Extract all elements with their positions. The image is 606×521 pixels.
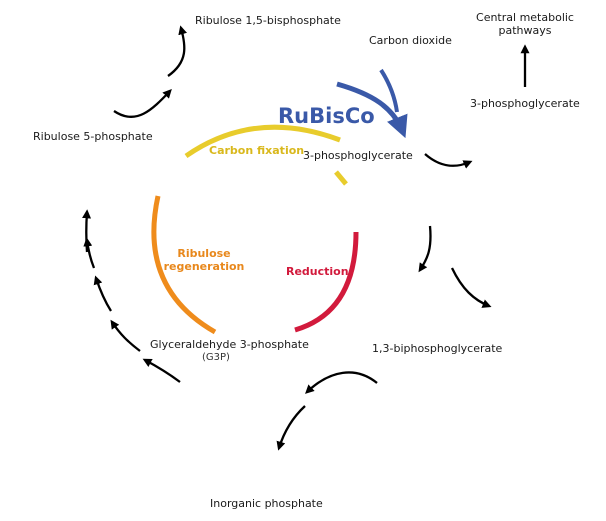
arrow-g3p-to-ru5p-4 (83, 237, 96, 269)
phase-reduction: Reduction (286, 265, 349, 278)
phase-carbon-fixation: Carbon fixation (209, 144, 305, 157)
arrow-pga-to-bpg-upper (418, 225, 432, 273)
label-ribulose-5-phosphate: Ribulose 5-phosphate (33, 130, 153, 143)
label-3-phosphoglycerate-right: 3-phosphoglycerate (470, 97, 580, 110)
phase-regeneration-line1: Ribulose (177, 247, 231, 260)
arrow-bpg-to-pi-lower (276, 405, 306, 451)
label-g3p-abbreviation: (G3P) (202, 352, 230, 363)
label-3-phosphoglycerate-cycle: 3-phosphoglycerate (303, 149, 413, 162)
arrow-bpg-to-pi-upper (305, 371, 378, 394)
label-1-3-biphosphoglycerate: 1,3-biphosphoglycerate (372, 342, 503, 355)
phase-ribulose-regeneration: Ribulose regeneration (160, 247, 248, 273)
arrow-g3p-to-ru5p-1 (142, 358, 181, 383)
arrow-g3p-to-ru5p-3 (93, 275, 112, 312)
phase-regeneration-line2: regeneration (163, 260, 245, 273)
arrow-g3p-to-ru5p-2 (110, 319, 141, 352)
label-inorganic-phosphate: Inorganic phosphate (210, 497, 323, 510)
arrow-ru5p-to-rubp-lower (113, 89, 172, 118)
rubisco-enzyme-label: RuBisCo (278, 104, 375, 128)
label-ribulose-bisphosphate: Ribulose 1,5-bisphosphate (195, 14, 341, 27)
label-central-line1: Central metabolic (476, 11, 574, 24)
label-carbon-dioxide: Carbon dioxide (369, 34, 452, 47)
arrow-pga-to-bpg-lower (450, 267, 492, 308)
arrow-pga-to-right (424, 153, 473, 169)
rubisco-arrow-small (379, 68, 399, 113)
ribulose-regeneration-arc (151, 195, 217, 335)
label-central-metabolic-pathways: Central metabolic pathways (469, 11, 581, 37)
label-central-line2: pathways (498, 24, 552, 37)
label-glyceraldehyde-3-phosphate: Glyceraldehyde 3-phosphate (150, 338, 309, 351)
arrow-g3p-to-ru5p-5 (82, 209, 92, 253)
rubisco-arrow-large (336, 81, 408, 139)
reduction-arc (294, 231, 359, 333)
carbon-fixation-arc (184, 124, 341, 159)
arrow-ru5p-to-rubp-upper (167, 25, 188, 77)
carbon-fixation-arc-tail (334, 170, 348, 186)
